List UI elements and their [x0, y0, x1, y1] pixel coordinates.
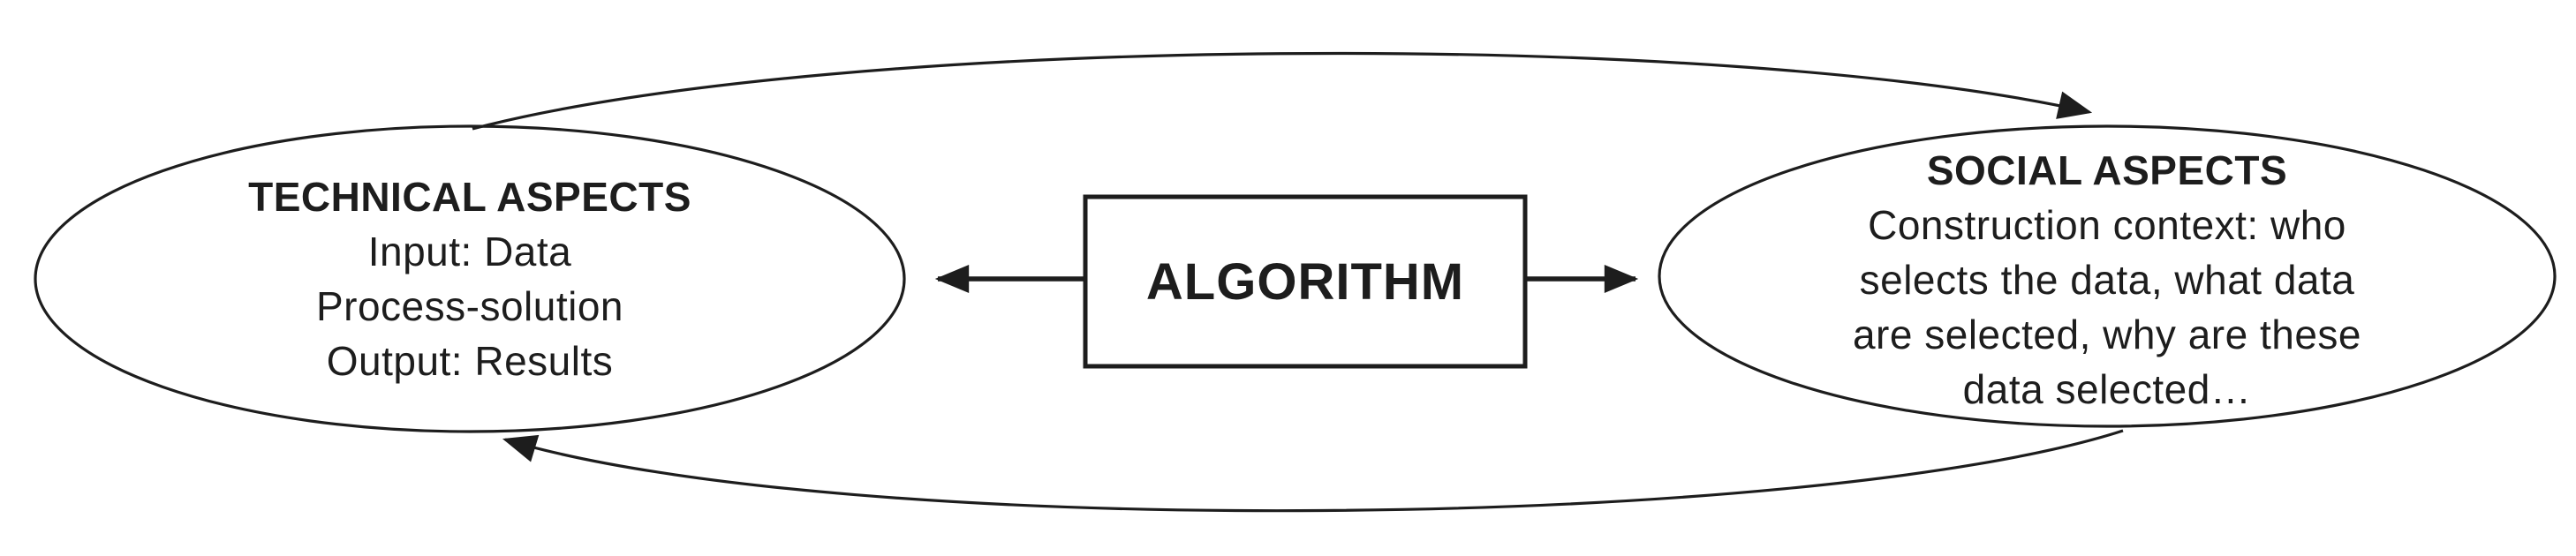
technical-ellipse — [34, 124, 906, 433]
feedback-arc-top — [472, 51, 2093, 131]
algorithm-label: ALGORITHM — [1145, 252, 1465, 311]
algorithm-box — [1083, 194, 1528, 369]
technical-title: TECHNICAL ASPECTS — [248, 174, 691, 220]
social-line-1: Construction context: who — [1868, 202, 2346, 248]
technical-line-output: Output: Results — [326, 338, 614, 384]
social-line-4: data selected… — [1962, 366, 2252, 412]
social-ellipse — [1658, 124, 2557, 428]
social-aspects-label: SOCIAL ASPECTS Construction context: who… — [1766, 143, 2448, 417]
social-line-2: selects the data, what data — [1859, 257, 2355, 303]
social-title: SOCIAL ASPECTS — [1926, 147, 2288, 193]
technical-line-process: Process-solution — [315, 283, 624, 329]
technical-aspects-label: TECHNICAL ASPECTS Input: Data Process-so… — [161, 169, 779, 388]
technical-line-input: Input: Data — [367, 229, 572, 274]
social-line-3: are selected, why are these — [1852, 312, 2362, 357]
feedback-arc-bottom — [502, 429, 2124, 513]
